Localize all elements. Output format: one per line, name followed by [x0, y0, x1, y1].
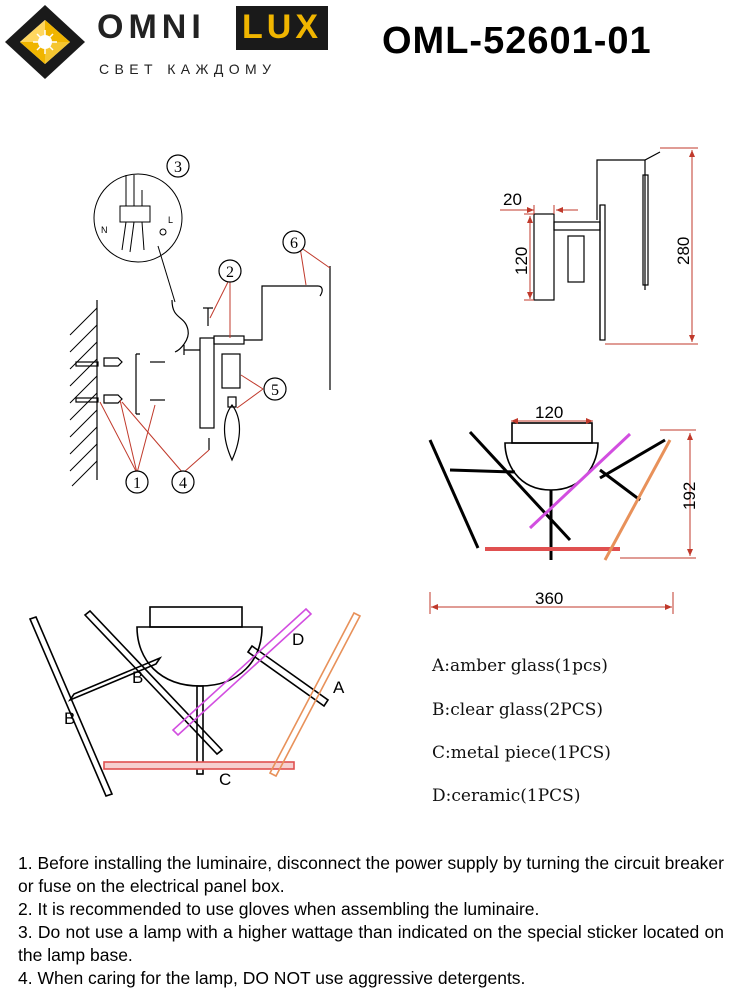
brand-tagline: СВЕТ КАЖДОМУ — [99, 61, 277, 77]
legend-metal-piece: C:metal piece(1PCS) — [432, 743, 611, 763]
parts-letter-labels: A B B C D — [64, 630, 345, 789]
legend-ceramic: D:ceramic(1PCS) — [432, 786, 581, 806]
legend-clear-glass: B:clear glass(2PCS) — [432, 700, 603, 720]
dim-front-width: 360 — [535, 589, 563, 608]
callout-6: 6 — [290, 235, 298, 252]
callout-4: 4 — [179, 475, 187, 492]
brand-name-lux: LUX — [242, 8, 322, 46]
parts-diagram — [28, 606, 362, 797]
note-3: 3. Do not use a lamp with a higher watta… — [18, 922, 724, 965]
brand-name-omni: OMNI — [97, 8, 206, 46]
note-1: 1. Before installing the luminaire, disc… — [18, 853, 724, 896]
callout-3: 3 — [174, 159, 182, 176]
line-label: L — [168, 215, 173, 225]
model-number: OML-52601-01 — [382, 20, 652, 62]
callout-5: 5 — [271, 382, 279, 399]
part-letter-a: A — [333, 678, 345, 697]
front-view-small-dimensions — [429, 418, 696, 614]
note-4: 4. When caring for the lamp, DO NOT use … — [18, 968, 526, 988]
neutral-label: N — [101, 225, 108, 235]
part-letter-b-lower: B — [64, 709, 75, 728]
note-2: 2. It is recommended to use gloves when … — [18, 899, 540, 919]
callout-1-marker — [125, 470, 149, 494]
callout-4-marker — [171, 470, 195, 494]
side-view-dimensions — [500, 147, 698, 345]
brand-lux-badge: LUX — [236, 6, 328, 50]
part-letter-b-upper: B — [132, 668, 143, 687]
wiring-detail — [93, 173, 183, 303]
dim-front-base: 120 — [535, 403, 563, 422]
callout-5-marker — [263, 377, 287, 401]
omnilux-logo-icon — [5, 5, 85, 79]
front-view-small — [428, 422, 672, 561]
part-letter-d: D — [292, 630, 304, 649]
callout-6-marker — [282, 230, 306, 254]
dim-side-height: 280 — [674, 237, 693, 265]
dim-side-base: 120 — [512, 247, 531, 275]
dim-front-height: 192 — [680, 482, 699, 510]
callout-2: 2 — [226, 264, 234, 281]
callout-3-marker — [166, 154, 190, 178]
header: OMNI LUX СВЕТ КАЖДОМУ OML-52601-01 — [0, 0, 730, 90]
safety-notes: 1. Before installing the luminaire, disc… — [18, 852, 724, 990]
callout-2-marker — [218, 259, 242, 283]
assembly-diagram — [69, 266, 331, 487]
callout-1: 1 — [133, 475, 141, 492]
part-letter-c: C — [219, 770, 231, 789]
side-view — [533, 151, 661, 341]
dim-side-depth: 20 — [503, 190, 522, 209]
legend-amber-glass: A:amber glass(1pcs) — [432, 656, 608, 676]
technical-drawing: N L 1 2 3 4 5 6 — [28, 147, 699, 797]
